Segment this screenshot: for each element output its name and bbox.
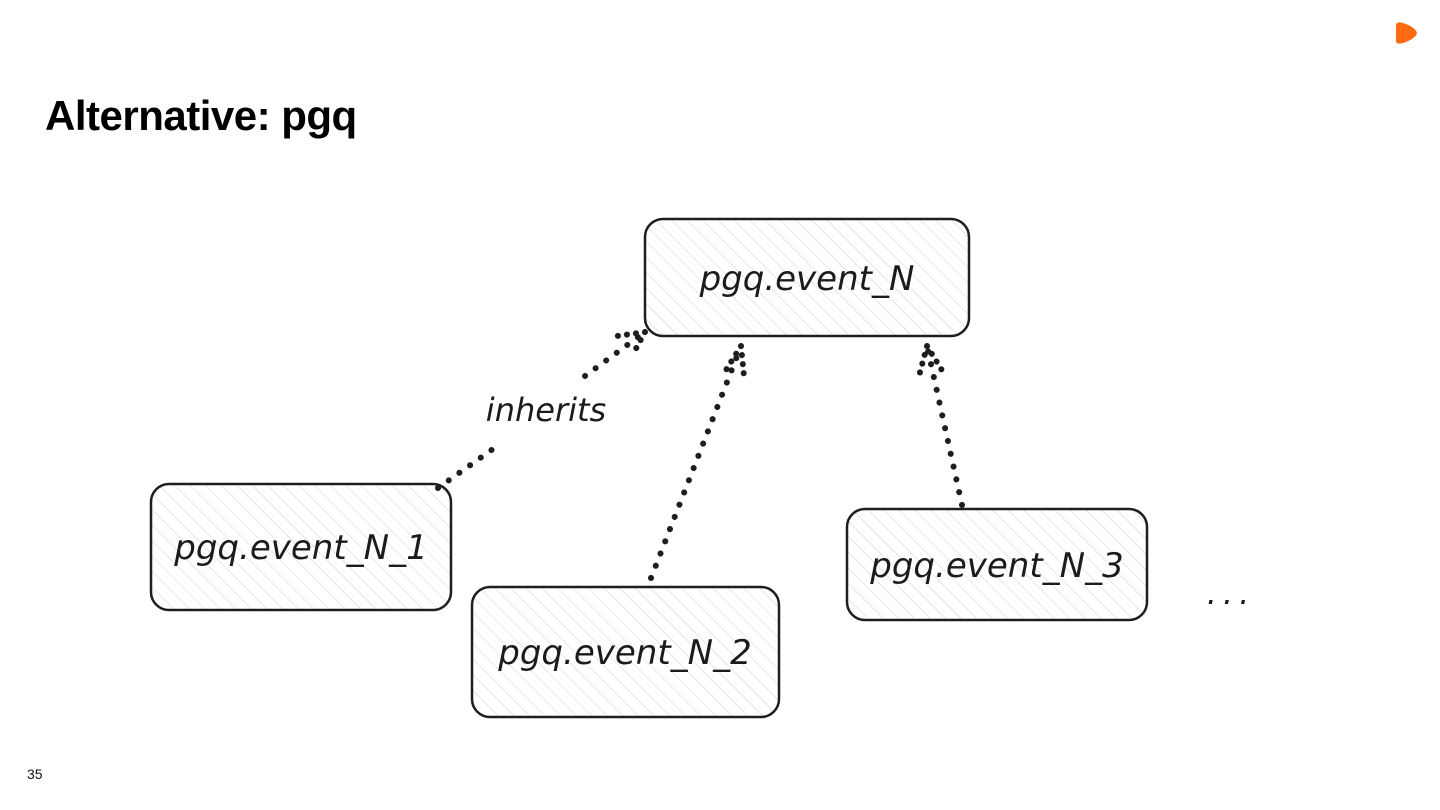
node-child-2[interactable]: pgq.event_N_2 xyxy=(470,585,781,719)
ellipsis-more: ... xyxy=(1207,574,1256,612)
node-parent-label: pgq.event_N xyxy=(699,259,915,299)
edge-label-inherits: inherits xyxy=(486,391,606,429)
node-child-2-label: pgq.event_N_2 xyxy=(497,633,751,673)
page-number: 35 xyxy=(27,766,43,782)
node-parent[interactable]: pgq.event_N xyxy=(643,217,971,338)
brand-logo-icon xyxy=(1396,22,1417,44)
node-child-1-label: pgq.event_N_1 xyxy=(173,528,427,568)
node-child-1[interactable]: pgq.event_N_1 xyxy=(149,482,453,612)
node-child-3[interactable]: pgq.event_N_3 xyxy=(845,507,1149,622)
slide-title: Alternative: pgq xyxy=(45,92,357,139)
node-child-3-label: pgq.event_N_3 xyxy=(869,546,1123,586)
edge-child-2-to-parent xyxy=(648,343,747,581)
edge-child-3-to-parent xyxy=(916,343,965,508)
edge-child-1-to-parent: inherits xyxy=(435,329,648,491)
